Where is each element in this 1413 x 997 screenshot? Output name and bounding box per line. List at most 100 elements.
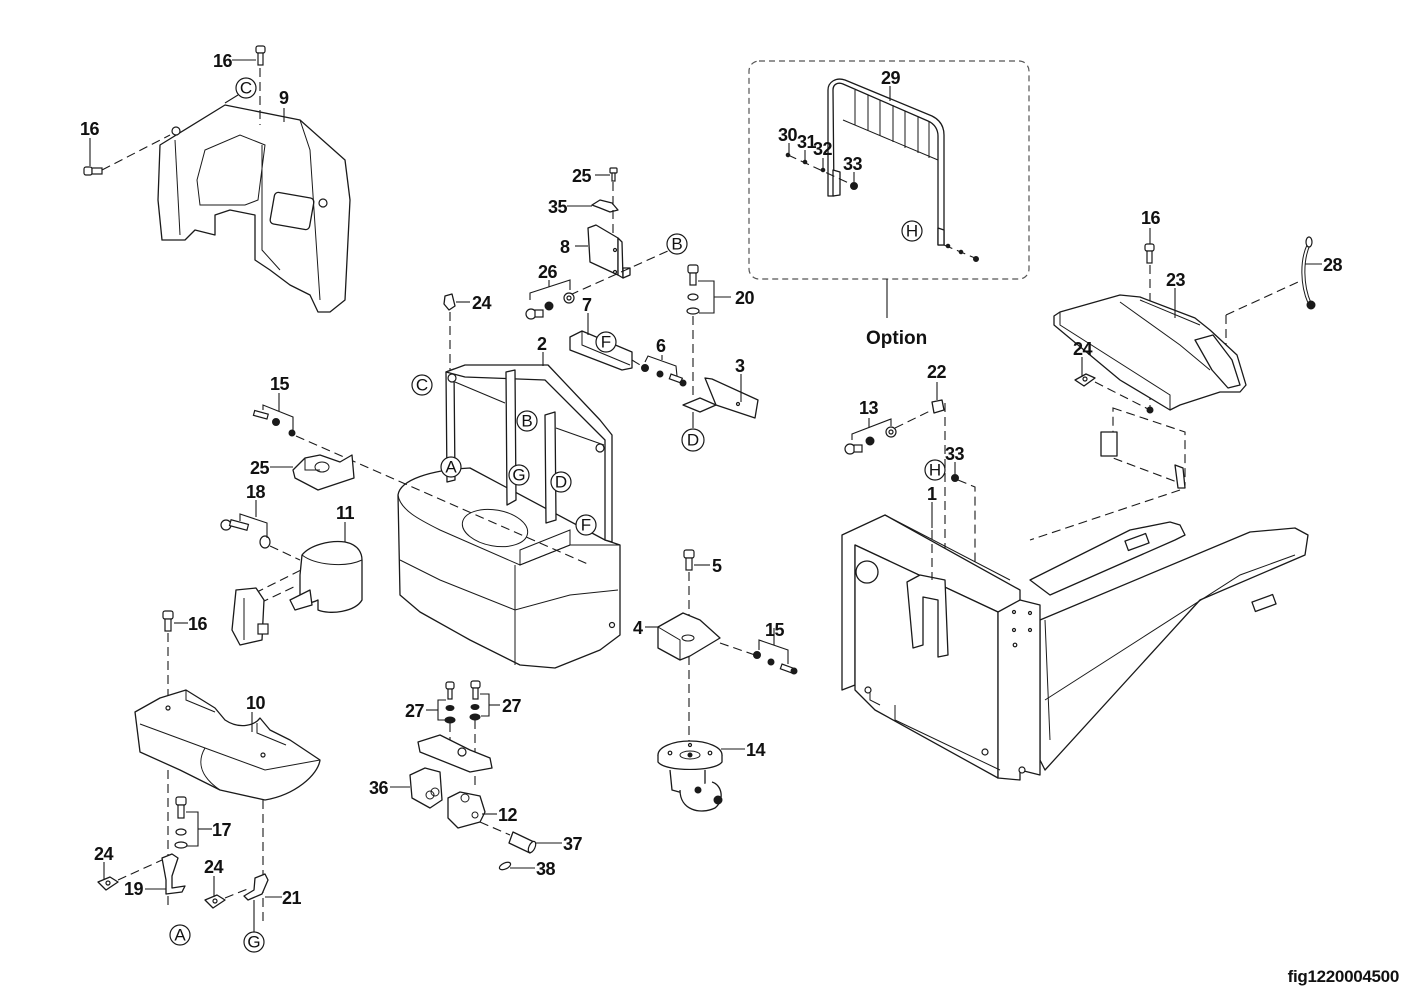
ref-letter: H <box>929 461 941 480</box>
callout-35: 35 <box>548 197 568 217</box>
part-37-pin[interactable] <box>508 831 537 854</box>
callout-31: 31 <box>797 132 817 152</box>
assembly-line <box>101 134 171 171</box>
part-24-clip[interactable] <box>443 293 456 311</box>
part-1-chassis[interactable] <box>841 514 1309 781</box>
figure-id: fig1220004500 <box>1287 967 1400 986</box>
callout-3: 3 <box>735 356 745 376</box>
part-28-cable[interactable] <box>1301 236 1316 310</box>
callout-25: 25 <box>572 166 592 186</box>
callout-16: 16 <box>188 614 208 634</box>
part-9-rear-cover[interactable] <box>157 104 351 313</box>
steering-plate[interactable] <box>417 734 493 773</box>
fastener-set-18[interactable] <box>220 519 271 549</box>
callout-5: 5 <box>712 556 722 576</box>
callout-1: 1 <box>927 484 937 504</box>
callout-4: 4 <box>633 618 643 638</box>
switch-assembly[interactable] <box>231 587 269 646</box>
ref-circle-f <box>595 331 617 353</box>
callout-6: 6 <box>656 336 666 356</box>
part-19-bracket[interactable] <box>161 853 186 895</box>
part-36-block[interactable] <box>409 767 443 809</box>
ref-letter: C <box>416 376 428 395</box>
callout-bracket <box>851 418 892 440</box>
assembly-line <box>1225 281 1299 316</box>
callout-14: 14 <box>746 740 766 760</box>
part-3-bracket[interactable] <box>682 377 759 419</box>
part-24-clip[interactable] <box>97 876 119 891</box>
bolt-16-top[interactable] <box>255 45 266 66</box>
callout-10: 10 <box>246 693 266 713</box>
callout-bracket <box>437 699 446 721</box>
ref-circle-h <box>901 220 923 242</box>
assembly-line <box>719 642 756 656</box>
part-29-guard-rail[interactable] <box>827 78 945 246</box>
part-24-clip[interactable] <box>1074 373 1096 387</box>
fastener-set-27-right[interactable] <box>469 680 481 721</box>
callout-38: 38 <box>536 859 556 879</box>
ref-circle-f <box>575 514 597 536</box>
part-35-clamp[interactable] <box>591 199 619 213</box>
option-bolt[interactable] <box>945 243 979 262</box>
callout-32: 32 <box>813 139 833 159</box>
part-11-collar[interactable] <box>289 540 363 613</box>
callout-33: 33 <box>945 444 965 464</box>
callout-25: 25 <box>250 458 270 478</box>
bolt-16-lower[interactable] <box>162 610 174 632</box>
callout-7: 7 <box>582 295 592 315</box>
ref-letter: G <box>512 466 525 485</box>
part-14-caster-wheel[interactable] <box>657 740 723 812</box>
callout-18: 18 <box>246 482 266 502</box>
fastener-set-27-left[interactable] <box>444 681 456 724</box>
part-22-plate[interactable] <box>931 399 945 414</box>
part-8-controller[interactable] <box>587 224 631 279</box>
ref-circle-a <box>440 456 462 478</box>
part-24-clip[interactable] <box>204 894 226 909</box>
callout-16: 16 <box>1141 208 1161 228</box>
option-fasteners[interactable] <box>785 152 858 190</box>
assembly-line <box>631 359 646 369</box>
option-group-box <box>748 60 1030 280</box>
callout-21: 21 <box>282 888 302 908</box>
assembly-line <box>254 567 306 594</box>
fastener-set-6[interactable] <box>641 364 687 387</box>
part-38-clip[interactable] <box>498 861 512 872</box>
control-board[interactable] <box>1100 406 1186 489</box>
part-10-base-cover[interactable] <box>134 689 321 801</box>
assembly-line <box>224 887 251 899</box>
callout-15: 15 <box>765 620 785 640</box>
callout-9: 9 <box>279 88 289 108</box>
bolt-16-right[interactable] <box>1144 243 1155 264</box>
ref-letter: D <box>687 431 699 450</box>
assembly-line <box>269 545 301 561</box>
part-12-hub[interactable] <box>447 791 486 829</box>
bolt-16-side[interactable] <box>83 166 103 176</box>
callout-11: 11 <box>336 503 355 523</box>
ref-letter: C <box>240 79 252 98</box>
fastener-set-15[interactable] <box>753 651 798 675</box>
callout-29: 29 <box>881 68 901 88</box>
part-23-top-cover[interactable] <box>1053 294 1247 411</box>
fastener-set-26[interactable] <box>525 292 575 320</box>
callout-27: 27 <box>405 701 425 721</box>
part-33-nut[interactable] <box>951 474 959 482</box>
part-2-frame[interactable] <box>397 364 621 669</box>
callout-bracket <box>698 280 715 314</box>
fastener-set-15[interactable] <box>252 409 296 437</box>
fastener-set-13[interactable] <box>844 426 897 455</box>
bolt-5[interactable] <box>683 549 695 571</box>
callout-2: 2 <box>537 334 547 354</box>
callout-19: 19 <box>124 879 144 899</box>
ref-letter: H <box>906 222 918 241</box>
fastener-set-20[interactable] <box>686 264 700 315</box>
callout-16: 16 <box>213 51 233 71</box>
assembly-line <box>894 409 933 429</box>
callout-24: 24 <box>1073 339 1093 359</box>
part-21-bracket[interactable] <box>243 873 269 901</box>
part-4-bracket[interactable] <box>657 612 721 661</box>
fastener-set-17[interactable] <box>174 796 188 849</box>
part-25-bracket[interactable] <box>292 454 355 491</box>
callout-36: 36 <box>369 778 389 798</box>
callout-bracket <box>480 693 490 717</box>
bolt-25[interactable] <box>609 167 618 182</box>
